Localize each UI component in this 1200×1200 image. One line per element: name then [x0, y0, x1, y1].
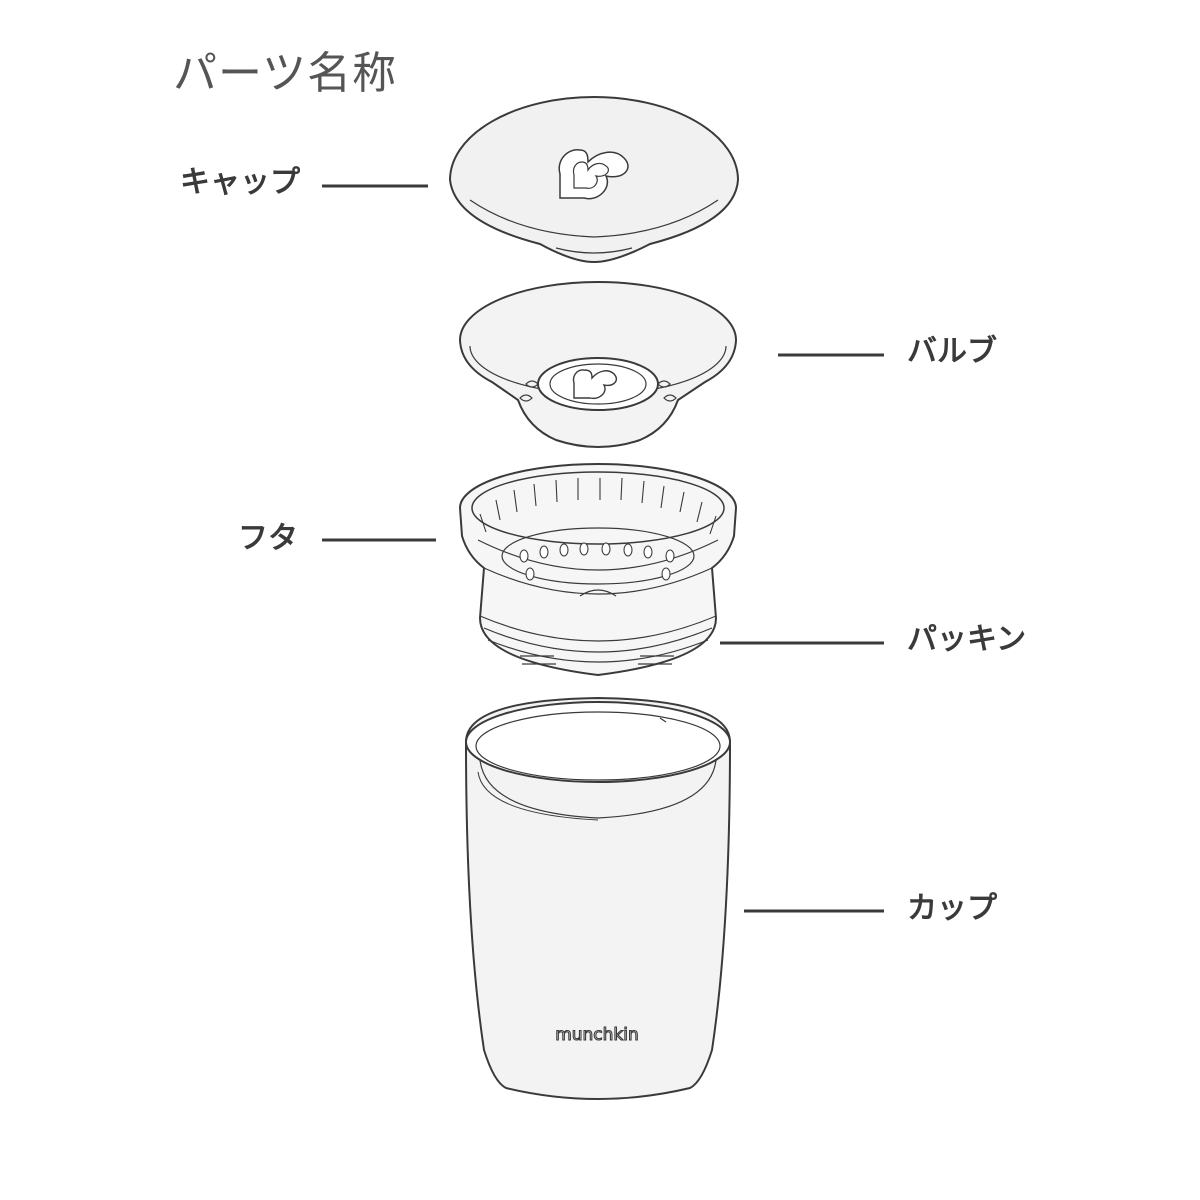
valve-part	[458, 281, 738, 448]
label-valve: バルブ	[907, 334, 997, 369]
cup-part	[464, 696, 732, 1100]
label-cap: キャップ	[180, 165, 300, 200]
heart-logo-icon	[572, 369, 618, 400]
label-cup: カップ	[907, 891, 997, 926]
label-lid: フタ	[238, 521, 298, 556]
cap-part	[448, 96, 740, 264]
label-gasket: パッキン	[907, 622, 1027, 657]
page-title: パーツ名称	[173, 48, 398, 99]
heart-logo-icon	[558, 149, 629, 200]
lid-part	[458, 463, 738, 677]
brand-logo: munchkin	[555, 1025, 639, 1045]
